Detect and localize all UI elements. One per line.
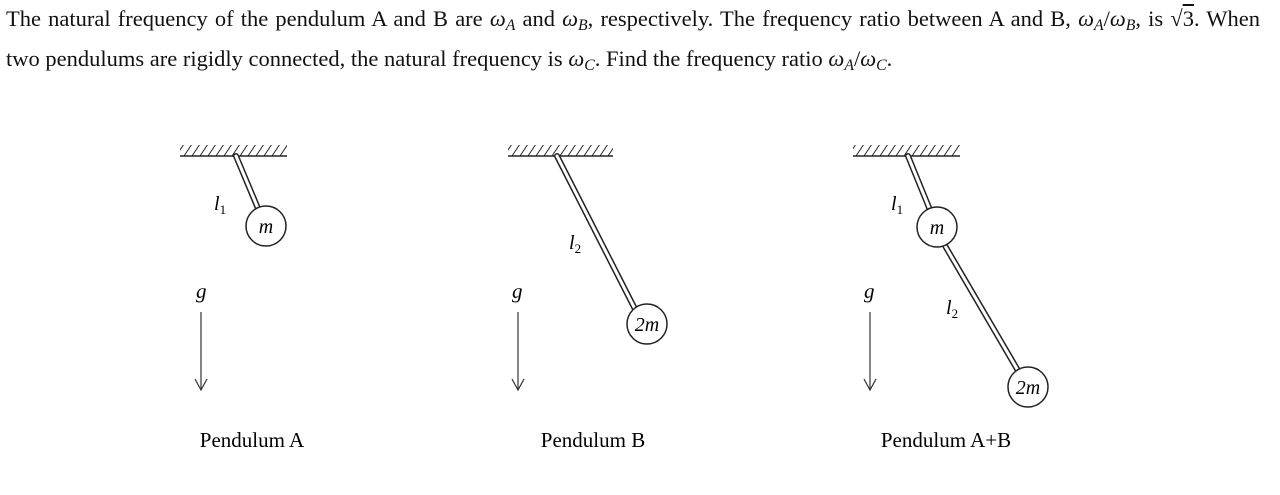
sub-a: A: [505, 16, 516, 34]
is-word: , is: [1135, 6, 1164, 31]
pendulum-b: 2m l2 g Pendulum B: [508, 145, 668, 452]
length-label-l2: l2: [569, 232, 581, 256]
sub-b: B: [1125, 16, 1136, 34]
ceiling-hatch: [853, 145, 960, 156]
arrow-head: [511, 378, 525, 392]
omega-symbol: ω: [568, 45, 585, 71]
gravity-label: g: [196, 279, 207, 303]
sub-c: C: [584, 56, 595, 74]
caption-pendulum-a: Pendulum A: [200, 428, 305, 452]
ceiling-hatch: [508, 145, 613, 156]
sqrt-arg: 3: [1182, 6, 1194, 31]
mass-label-2m: 2m: [1016, 377, 1040, 399]
pendulum-diagrams: m l1 g Pendulum A 2m l2 g Pendulum B m 2…: [180, 145, 1049, 452]
omega-symbol: ω: [1078, 6, 1094, 31]
problem-text: The natural frequency of the pendulum A …: [6, 6, 483, 31]
arrow-head: [194, 378, 208, 392]
and-word: and: [522, 6, 556, 31]
length-label-l1: l1: [214, 193, 226, 217]
problem-statement: The natural frequency of the pendulum A …: [6, 2, 1260, 82]
mass-label-m: m: [930, 217, 944, 239]
sub-a: A: [844, 56, 854, 74]
omega-symbol: ω: [860, 45, 877, 71]
gravity-label: g: [512, 279, 523, 303]
sub-b: B: [578, 16, 588, 34]
ceiling-hatch: [180, 145, 287, 156]
mass-bob-2m: [1007, 366, 1049, 408]
mass-bob-m: [916, 206, 958, 248]
sub-c: C: [876, 56, 887, 74]
omega-symbol: ω: [489, 6, 506, 31]
mass-bob: [245, 205, 287, 247]
sqrt-sign: √: [1170, 6, 1183, 31]
caption-pendulum-b: Pendulum B: [541, 428, 645, 452]
mass-label: 2m: [635, 314, 659, 336]
pendulum-a: m l1 g Pendulum A: [180, 145, 305, 452]
sub-a: A: [1093, 16, 1104, 34]
problem-text: . Find the frequency ratio: [594, 45, 823, 71]
problem-text: , respectively. The frequency ratio betw…: [587, 6, 1071, 31]
slash: /: [1103, 6, 1110, 31]
slash: /: [853, 45, 861, 71]
problem-text: . When two pendulums are rigidly connect…: [6, 6, 1261, 71]
omega-symbol: ω: [828, 45, 845, 71]
omega-symbol: ω: [1109, 6, 1126, 31]
arrow-head: [863, 378, 877, 392]
length-label-l1: l1: [891, 193, 903, 217]
gravity-label: g: [864, 279, 875, 303]
period: .: [886, 45, 893, 71]
omega-symbol: ω: [562, 6, 579, 31]
mass-bob: [626, 303, 668, 345]
mass-label: m: [259, 216, 273, 238]
pendulum-a-plus-b: m 2m l1 l2 g Pendulum A+B: [853, 145, 1049, 452]
length-label-l2: l2: [946, 297, 958, 321]
caption-pendulum-a-plus-b: Pendulum A+B: [881, 428, 1011, 452]
